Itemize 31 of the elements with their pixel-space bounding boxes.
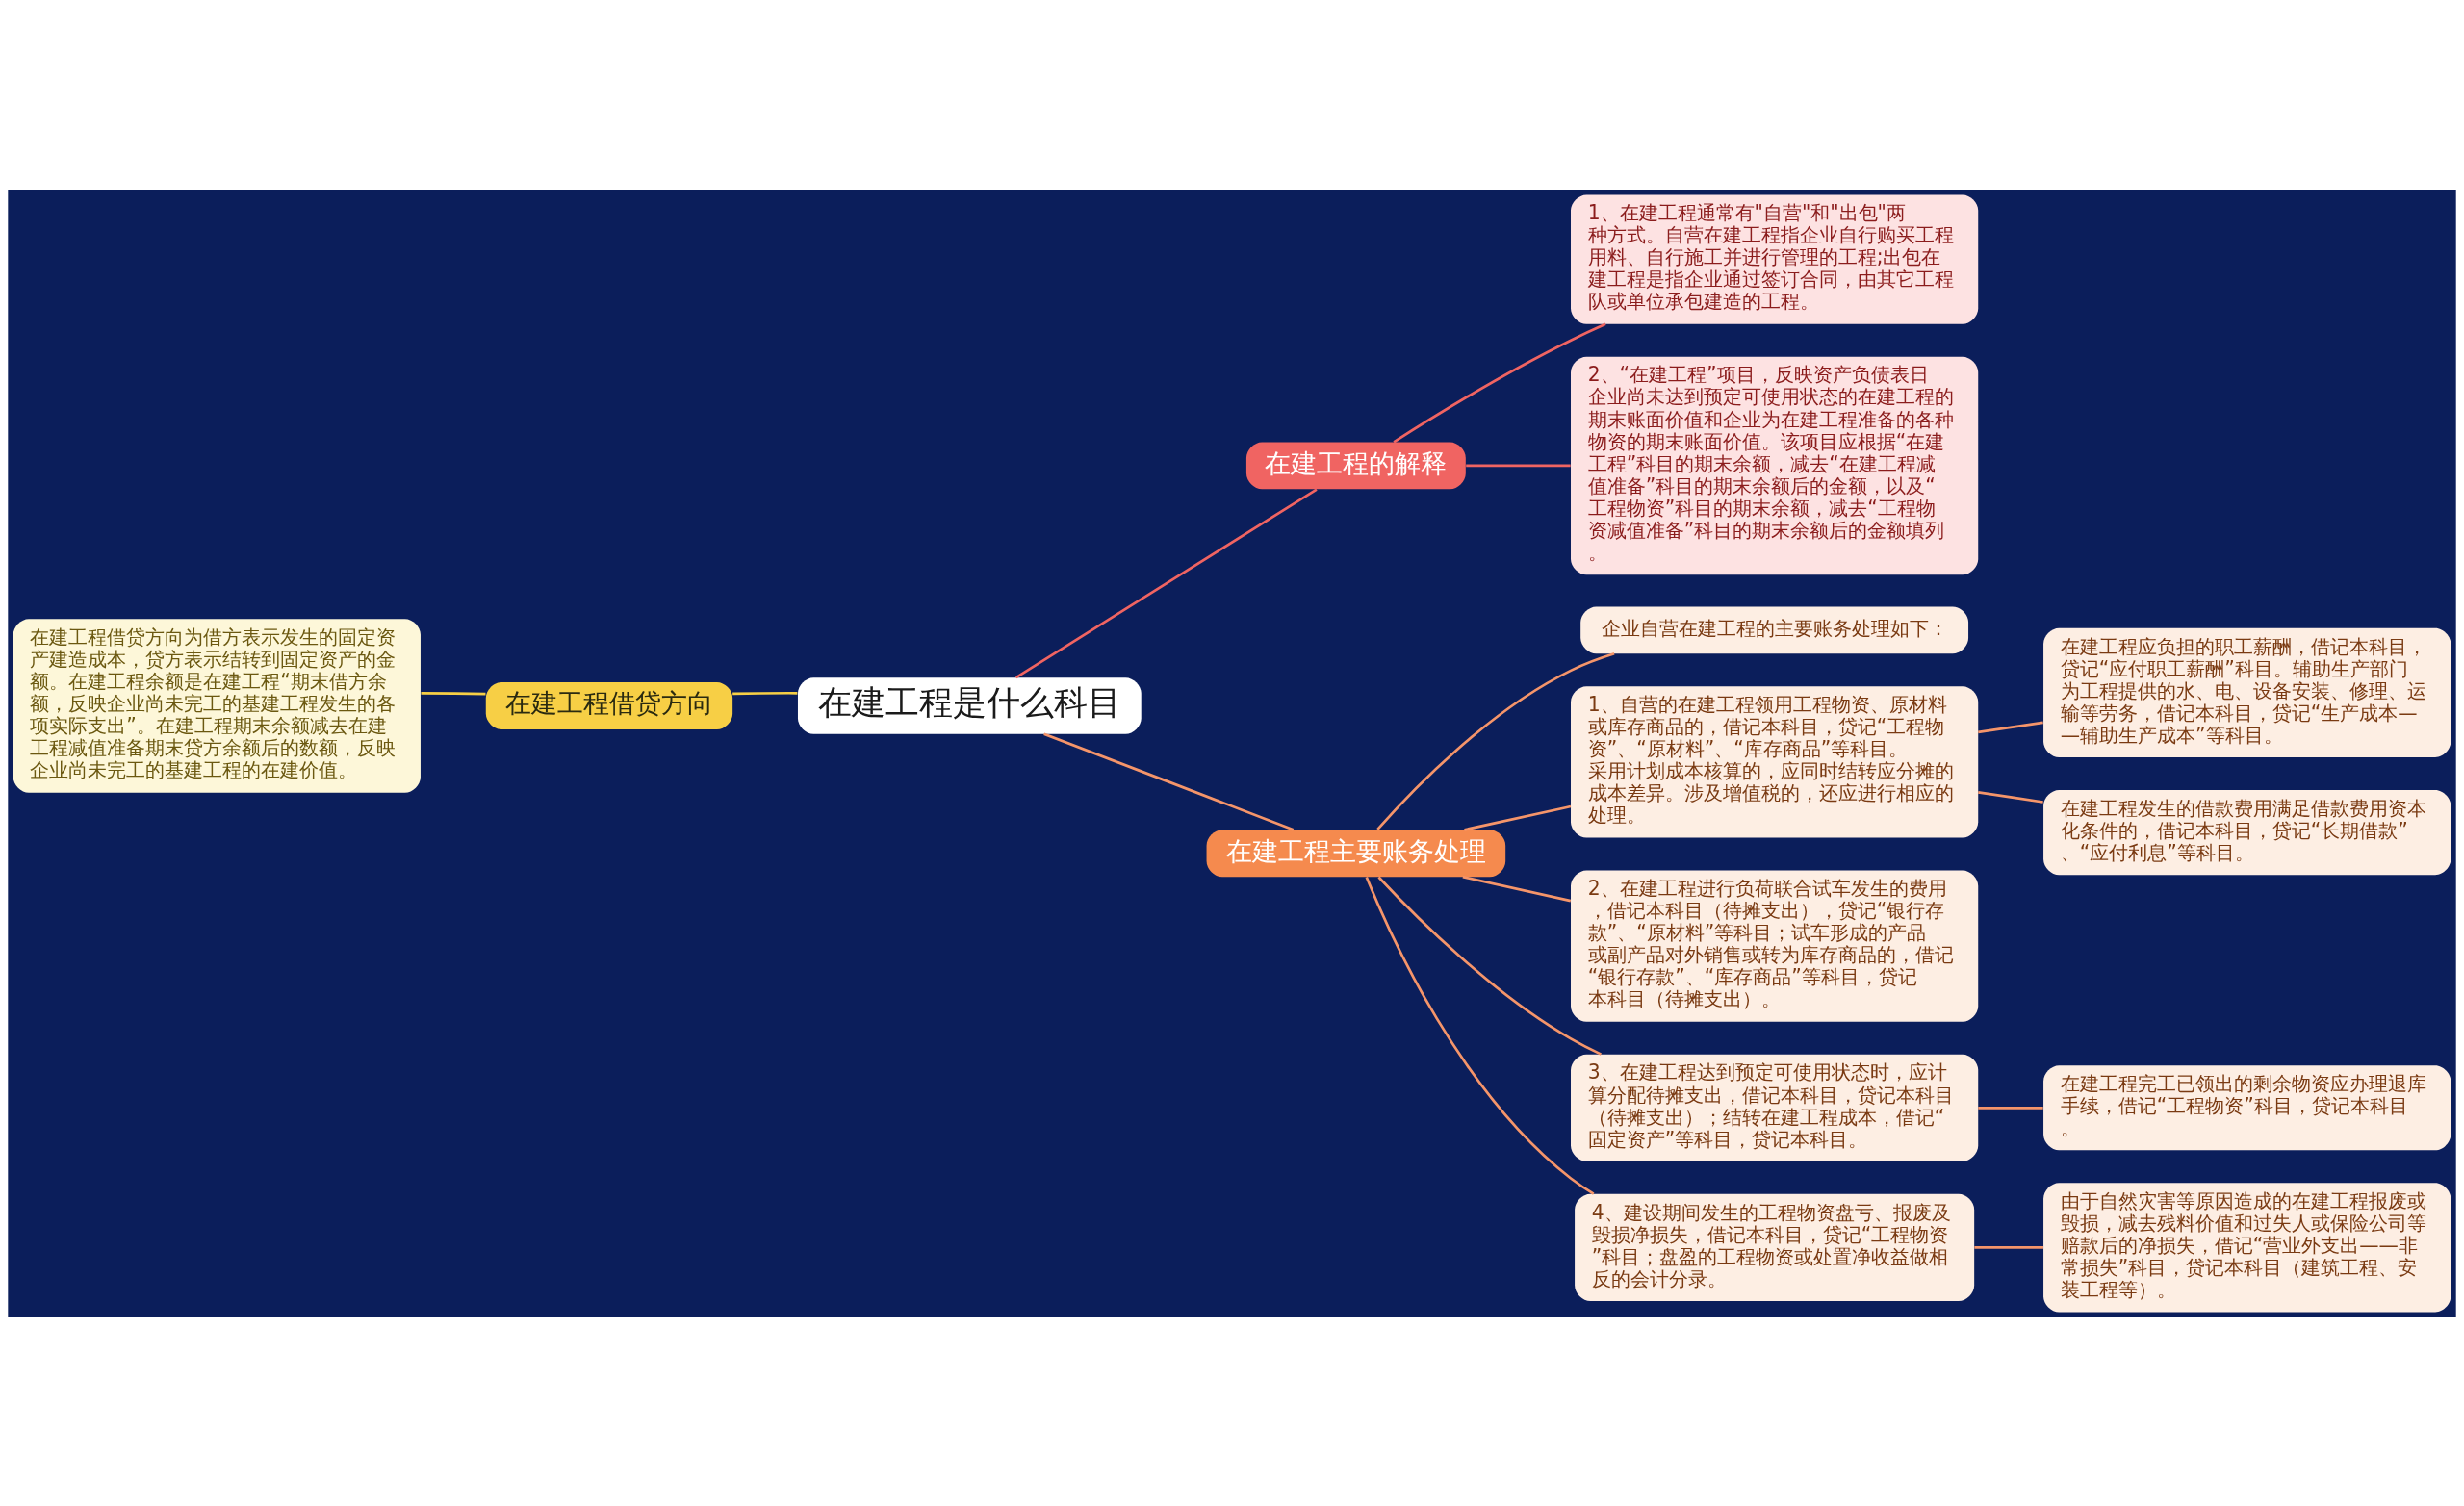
connector [1466, 464, 1571, 467]
connector [1978, 721, 2043, 733]
node-box: 4、建设期间发生的工程物资盘亏、报废及毁损净损失，借记本科目，贷记“工程物资”科目；盘盈的工程物资或处置净收益做相反的会计分录。 [1575, 1193, 1975, 1301]
connector [1978, 790, 2043, 804]
node-box: 在建工程发生的借款费用满足借款费用资本化条件的，借记本科目，贷记“长期借款”、“应付利息”等科目。 [2043, 789, 2451, 875]
connector [1462, 875, 1572, 902]
node-box: 在建工程是什么科目 [797, 676, 1142, 734]
connector [1377, 876, 1603, 1056]
connector [1043, 731, 1295, 830]
node-box: 在建工程主要账务处理 [1206, 829, 1506, 877]
connector [421, 691, 486, 695]
connector [732, 691, 798, 695]
node-box: 1、自营的在建工程领用工程物资、原材料或库存商品的，借记本科目，贷记“工程物资”、“原材料”、“库存商品”等科目。采用计划成本核算的，应同时结转应分摊的成本差异。涉及增值税的，还应进行相应的处理。 [1571, 685, 1979, 837]
node-box: 3、在建工程达到预定可使用状态时，应计算分配待摊支出，借记本科目，贷记本科目（待摊支出）；结转在建工程成本，借记“固定资产”等科目，贷记本科目。 [1571, 1054, 1979, 1161]
node-box: 企业自营在建工程的主要账务处理如下： [1580, 605, 1969, 653]
connector [1393, 322, 1606, 443]
node-box: 由于自然灾害等原因造成的在建工程报废或毁损，减去残料价值和过失人或保险公司等赔款后的净损失，借记“营业外支出——非常损失”科目，贷记本科目（建筑工程、安装工程等）。 [2043, 1182, 2451, 1313]
node-box: 在建工程借贷方向 [485, 681, 733, 729]
node-box: 在建工程的解释 [1245, 442, 1466, 489]
connector [1376, 651, 1615, 830]
node-box: 2、在建工程进行负荷联合试车发生的费用，借记本科目（待摊支出），贷记“银行存款”、“原材料”等科目；试车形成的产品或副产品对外销售或转为库存商品的，借记“银行存款”、“库存商品”等科目，贷记本科目（待摊支出）。 [1571, 869, 1979, 1022]
node-box: 在建工程应负担的职工薪酬，借记本科目，贷记“应付职工薪酬”科目。辅助生产部门为工程提供的水、电、设备安装、修理、运输等劳务，借记本科目，贷记“生产成本——辅助生产成本”等科目。 [2043, 627, 2451, 757]
connector [1978, 1106, 2043, 1110]
connector [1014, 488, 1318, 678]
connector [1974, 1245, 2043, 1249]
connector [1365, 876, 1595, 1195]
connector [1464, 804, 1572, 831]
node-box: 1、在建工程通常有"自营"和"出包"两种方式。自营在建工程指企业自行购买工程用料、自行施工并进行管理的工程;出包在建工程是指企业通过签订合同，由其它工程队或单位承包建造的工程。 [1571, 193, 1979, 324]
node-box: 在建工程借贷方向为借方表示发生的固定资产建造成本，贷方表示结转到固定资产的金额。在建工程余额是在建工程“期末借方余额，反映企业尚未完工的基建工程发生的各项实际支出”。在建工程期末余额减去在建工程减值准备期末贷方余额后的数额，反映企业尚未完工的基建工程的在建价值。 [13, 618, 421, 793]
node-box: 2、“在建工程”项目，反映资产负债表日企业尚未达到预定可使用状态的在建工程的期末账面价值和企业为在建工程准备的各种物资的期末账面价值。该项目应根据“在建工程”科目的期末余额，减去“在建工程减值准备”科目的期末余额后的金额，以及“工程物资”科目的期末余额，减去“工程物资减值准备”科目的期末余额后的金额填列。 [1571, 356, 1979, 574]
node-box: 在建工程完工已领出的剩余物资应办理退库手续，借记“工程物资”科目，贷记本科目。 [2043, 1064, 2451, 1150]
